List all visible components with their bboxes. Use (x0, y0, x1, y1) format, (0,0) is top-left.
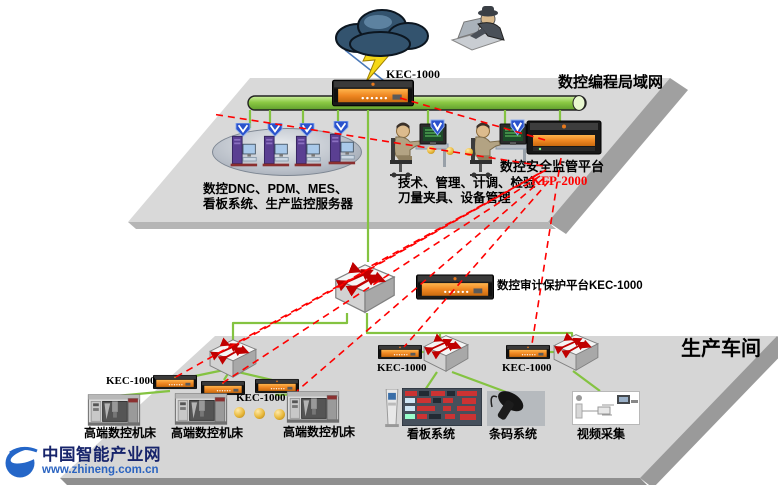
machine-label: 高端数控机床 (283, 425, 356, 439)
server-icon (228, 122, 258, 170)
gateway-kec1000-device (332, 78, 414, 108)
workshop-platform-shadow-bottom (60, 478, 647, 485)
workshop-switch-icon (550, 331, 602, 373)
workshop-platform-shadow (640, 336, 778, 485)
ellipsis-dot (446, 147, 454, 155)
platform-model-label: KFP-2000 (531, 173, 588, 188)
shield-icon (510, 119, 525, 136)
core-switch-icon (330, 260, 400, 316)
servers-caption-line2: 看板系统、生产监控服务器 (203, 197, 354, 211)
shield-icon (430, 119, 445, 136)
kanban-label: 看板系统 (407, 427, 456, 441)
cnc-machine-icon (86, 391, 142, 429)
kanban-led-board (402, 388, 482, 426)
staff-caption-line2: 刀量夹具、设备管理 (398, 191, 511, 205)
video-label: 视频采集 (577, 427, 626, 441)
server-icon (292, 122, 322, 170)
audit-kec1000-device (416, 274, 494, 300)
machine-label: 高端数控机床 (84, 426, 157, 440)
logo-url: www.zhineng.com.cn (42, 464, 159, 476)
ellipsis-dot (254, 408, 265, 419)
cnc-machine-icon (285, 388, 341, 426)
server-icon (260, 122, 290, 170)
lan-title: 数控编程局域网 (558, 74, 664, 91)
hacker-icon (450, 6, 505, 51)
gateway-kec-label: KEC-1000 (386, 67, 440, 81)
kec1000-device (153, 373, 197, 391)
office-platform-shadow-bottom (128, 222, 556, 229)
internet-cloud-icon (335, 9, 429, 57)
servers-caption-line1: 数控DNC、PDM、MES、 (203, 182, 348, 196)
office-platform-shadow (548, 78, 688, 234)
barcode-label: 条码系统 (489, 427, 538, 441)
server-icon (326, 120, 356, 168)
workshop-switch-icon (205, 336, 261, 380)
ellipsis-dot (234, 407, 245, 418)
workshop-switch-icon (420, 332, 472, 374)
logo-globe-icon (5, 446, 40, 478)
barcode-scanner-icon (487, 391, 545, 426)
cnc-machine-icon (173, 390, 229, 428)
ellipsis-dot (465, 148, 473, 156)
machine-label: 高端数控机床 (171, 426, 244, 440)
kfp2000-platform-device (526, 120, 602, 156)
kec-label: KEC-1000 (106, 375, 156, 387)
audit-platform-label: 数控审计保护平台KEC-1000 (497, 280, 643, 292)
staff-caption-line1: 技术、管理、计调、检验 (398, 176, 536, 190)
kec1000-device (378, 343, 422, 361)
kec-label: KEC-1000 (377, 362, 427, 374)
logo: 中国智能产业网 www.zhineng.com.cn (4, 444, 234, 484)
internet-link-line (344, 49, 389, 85)
ellipsis-dot (427, 146, 435, 154)
logo-name: 中国智能产业网 (42, 446, 161, 464)
lan-bus-cap (572, 95, 586, 111)
kiosk-icon (383, 389, 401, 428)
kec-label: KEC-1000 (236, 392, 286, 404)
kec-label: KEC-1000 (502, 362, 552, 374)
workshop-title: 生产车间 (681, 338, 761, 360)
ellipsis-dot (274, 409, 285, 420)
kec1000-device (506, 343, 550, 361)
video-capture-diagram (572, 391, 640, 425)
lan-bus (247, 95, 587, 111)
